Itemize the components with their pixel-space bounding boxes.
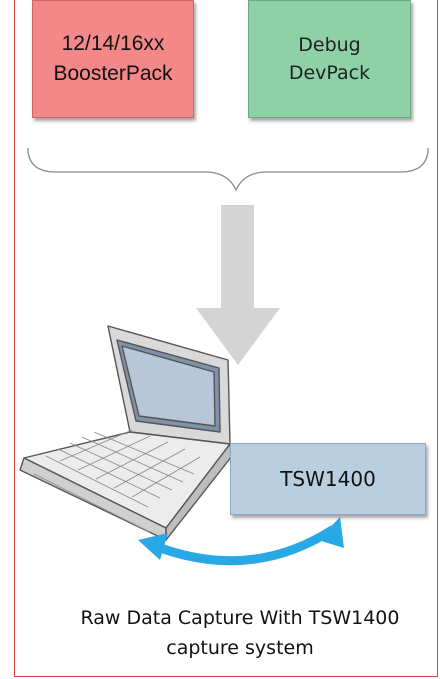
double-arrow-icon — [138, 517, 344, 566]
tsw1400-box: TSW1400 — [230, 443, 426, 515]
down-arrow-icon — [196, 205, 280, 365]
caption-line-2: capture system — [166, 637, 314, 659]
boosterpack-box: 12/14/16xx BoosterPack — [32, 0, 194, 118]
diagram-caption: Raw Data Capture With TSW1400 capture sy… — [40, 603, 440, 663]
diagram-frame — [14, 0, 438, 677]
brace-icon — [27, 147, 429, 192]
tsw1400-label: TSW1400 — [280, 467, 376, 491]
debug-devpack-label: Debug DevPack — [288, 34, 371, 84]
boosterpack-label: 12/14/16xx BoosterPack — [53, 32, 173, 85]
laptop-icon — [19, 325, 233, 541]
debug-devpack-box: Debug DevPack — [248, 0, 411, 118]
caption-line-1: Raw Data Capture With TSW1400 — [80, 607, 400, 629]
